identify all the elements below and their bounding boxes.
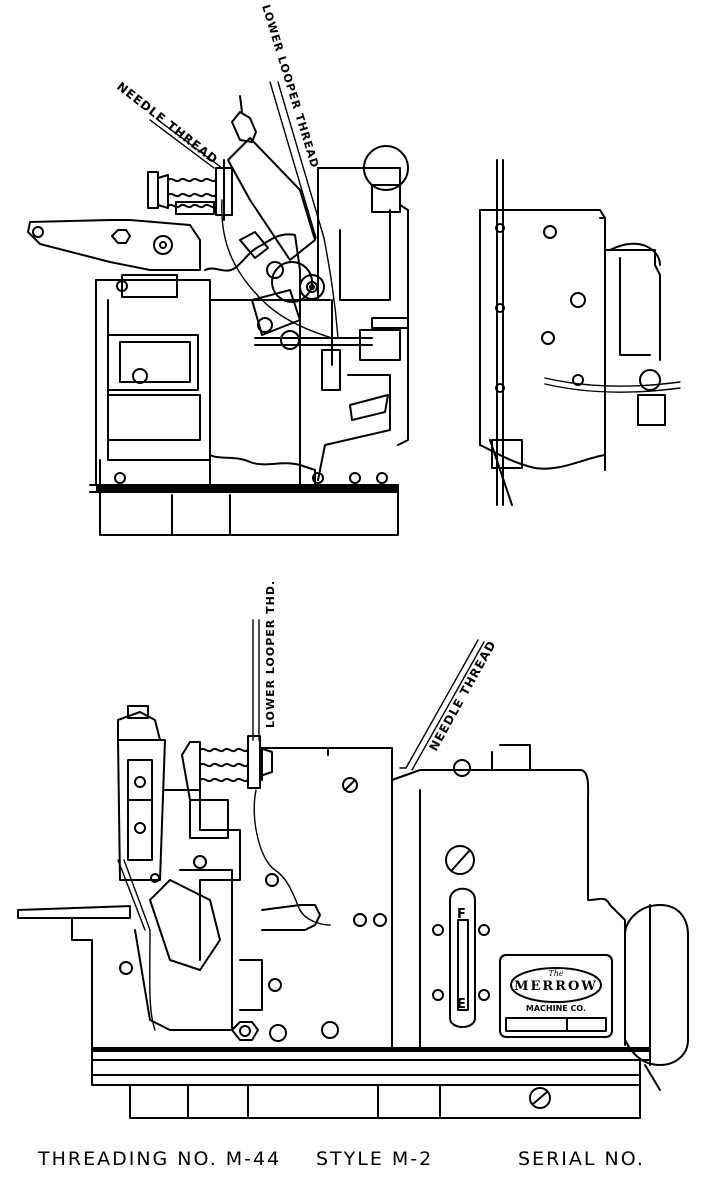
top-side-view: [479, 159, 681, 506]
bottom-tension-assembly: [181, 735, 273, 801]
top-front-view: [27, 95, 409, 536]
serial-number: SERIAL NO.: [518, 1148, 645, 1170]
top-threads: [149, 81, 339, 339]
gauge-letter-f: F: [457, 907, 467, 922]
top-tension-assembly: [147, 159, 233, 221]
threading-number: THREADING NO. M-44: [38, 1148, 282, 1170]
sight-gauge: [449, 887, 476, 1028]
bottom-lower-looper-thd-label: LOWER LOOPER THD.: [264, 580, 277, 728]
bottom-front-view: [17, 705, 689, 1119]
nameplate-prefix: The: [548, 969, 563, 978]
nameplate-brand: MERROW: [514, 979, 598, 994]
bottom-needle-thread-label: NEEDLE THREAD: [426, 638, 499, 754]
gauge-letter-e: E: [457, 997, 467, 1012]
top-lower-looper-thread-label: LOWER LOOPER THREAD: [259, 3, 321, 170]
merrow-nameplate: [499, 954, 613, 1038]
nameplate-company: MACHINE CO.: [526, 1004, 586, 1013]
top-needle-thread-label: NEEDLE THREAD: [114, 79, 221, 167]
style-number: STYLE M-2: [316, 1148, 434, 1170]
bottom-threads: [117, 619, 485, 1031]
